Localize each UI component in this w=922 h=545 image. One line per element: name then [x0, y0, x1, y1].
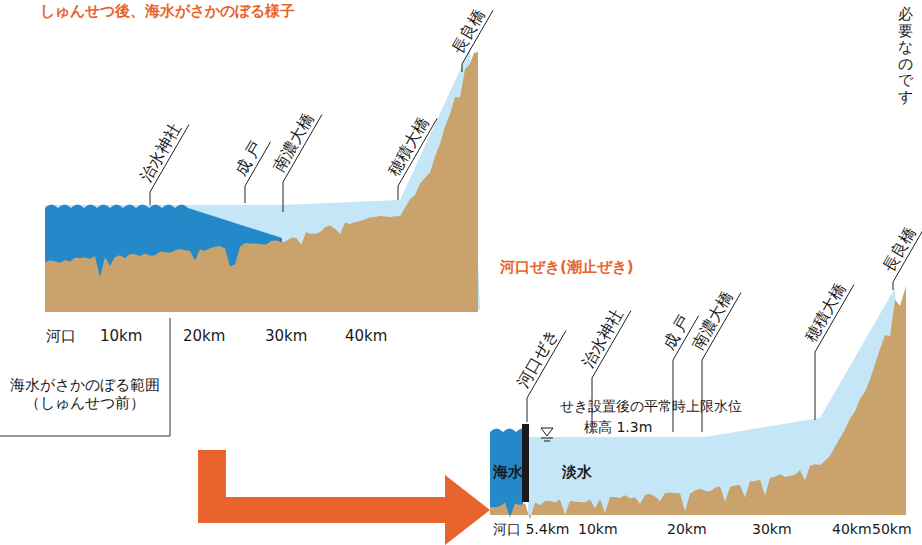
text-label: 30km	[265, 327, 307, 345]
leader-line	[245, 186, 246, 203]
riverbed-ground	[490, 286, 906, 519]
text-label: 30km	[752, 521, 792, 538]
text-label: 淡水	[562, 463, 592, 481]
place-label: 長良橋	[448, 6, 489, 57]
text-label: 海水がさかのぼる範囲 （しゅんせつ前）	[6, 376, 164, 412]
leader-line	[283, 182, 284, 212]
riverbed-ground	[45, 52, 478, 312]
estuary-weir	[522, 424, 529, 502]
vertical-note: 必要なのです	[898, 6, 913, 105]
text-label: 10km	[100, 327, 142, 345]
text-label: 海水	[493, 463, 523, 481]
text-label: 40km	[832, 521, 872, 538]
text-label: 50km	[872, 521, 912, 538]
leader-line	[673, 360, 674, 432]
text-label: 河口	[46, 327, 76, 345]
leader-line	[462, 64, 463, 72]
text-label: せき設置後の平常時上限水位	[560, 398, 742, 415]
text-label: 標高 1.3m	[584, 419, 652, 436]
section-heading: しゅんせつ後、海水がさかのぼる様子	[40, 2, 295, 20]
leader-line	[527, 398, 528, 422]
water-level-mark	[541, 438, 553, 439]
leader-line	[702, 360, 703, 432]
leader-line	[150, 192, 151, 205]
text-label: 10km	[578, 521, 618, 538]
text-label: 40km	[345, 327, 387, 345]
leader-line	[398, 186, 399, 200]
range-bracket	[0, 318, 170, 436]
text-label: 河口 5.4km	[493, 521, 569, 538]
place-label: 長良橋	[879, 224, 920, 275]
text-label: 20km	[667, 521, 707, 538]
water-level-mark	[544, 441, 550, 442]
transition-arrow	[198, 450, 490, 545]
leader-line	[815, 352, 816, 420]
text-label: 20km	[183, 327, 225, 345]
section-heading: 河口ぜき(潮止ぜき)	[500, 258, 634, 276]
leader-line	[893, 282, 894, 290]
water-level-mark	[541, 428, 553, 436]
